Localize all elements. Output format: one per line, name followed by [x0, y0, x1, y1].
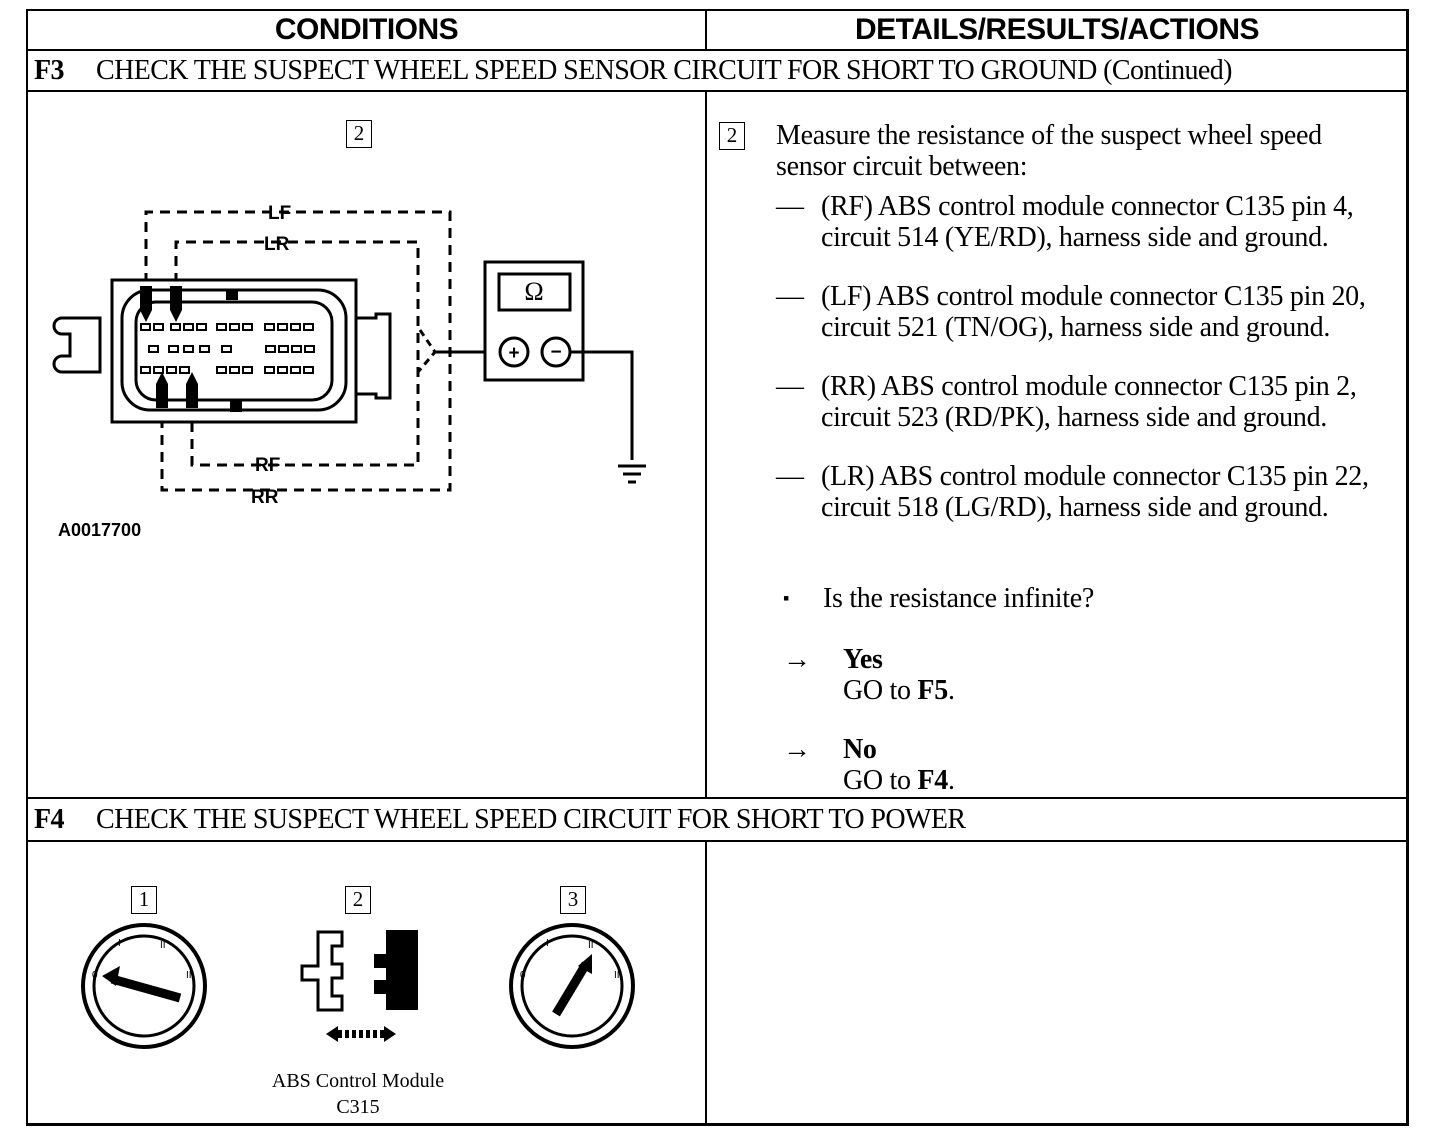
go-to-f4-link[interactable]: F4 [917, 765, 948, 796]
question-text: Is the resistance infinite? [823, 583, 1095, 614]
mark-0: 0 [520, 970, 526, 981]
f4-code: F4 [34, 804, 65, 835]
period: . [947, 765, 955, 796]
answer-arrow-yes: → [783, 644, 811, 675]
list-item-rr: (RR) ABS control module connector C135 p… [821, 371, 1357, 433]
list-item-rf: (RF) ABS control module connector C135 p… [821, 191, 1354, 253]
module-caption: ABS Control Module C315 [228, 1068, 488, 1120]
border-left [26, 9, 28, 1126]
ignition-switch-on-icon: 0 I II III [509, 923, 635, 1049]
caption-line-2: C315 [336, 1096, 380, 1118]
mark-1: I [546, 938, 549, 949]
f4-title: CHECK THE SUSPECT WHEEL SPEED CIRCUIT FO… [96, 804, 966, 835]
connector-disconnect-icon [300, 930, 418, 1042]
answer-no-label: No [843, 734, 877, 765]
f3-code: F3 [34, 55, 65, 86]
border-top [26, 9, 1409, 11]
label-rr: RR [251, 487, 279, 508]
column-divider-f3 [705, 90, 707, 798]
answer-yes-label: Yes [843, 644, 883, 675]
column-divider-f4 [705, 840, 707, 1124]
list-item-dash: — [776, 281, 804, 312]
border-bottom [26, 1123, 1409, 1126]
go-to-text: GO to [843, 675, 918, 706]
step-intro: Measure the resistance of the suspect wh… [776, 120, 1322, 182]
f3-step-box: 2 [346, 120, 372, 148]
probe-markers [140, 286, 198, 408]
label-lr: LR [264, 234, 290, 255]
header-conditions: CONDITIONS [274, 13, 459, 46]
rule-f3-title [26, 90, 1409, 92]
plus-terminal: + [508, 343, 519, 364]
answer-no-action: GO to F4. [843, 765, 955, 796]
rule-f4-top [26, 797, 1409, 799]
answer-arrow-no: → [783, 734, 811, 765]
go-to-text: GO to [843, 765, 918, 796]
list-item-dash: — [776, 191, 804, 222]
column-divider-header [705, 9, 707, 50]
minus-terminal: − [550, 342, 561, 363]
ignition-switch-off-icon: 0 I II III [81, 923, 207, 1049]
period: . [947, 675, 955, 706]
label-lf: LF [268, 203, 291, 224]
caption-line-1: ABS Control Module [271, 1070, 445, 1092]
list-item-dash: — [776, 461, 804, 492]
label-rf: RF [255, 455, 280, 476]
c135-pins [140, 323, 315, 374]
go-to-f5-link[interactable]: F5 [917, 675, 948, 706]
f3-connector-diagram: LF LR RF RR [52, 203, 646, 508]
f4-step-box-1: 1 [131, 886, 157, 914]
list-item-lf: (LF) ABS control module connector C135 p… [821, 281, 1366, 343]
mark-2: II [160, 940, 166, 951]
rule-header [26, 49, 1409, 51]
rule-f4-title [26, 840, 1409, 842]
list-item-lr: (LR) ABS control module connector C135 p… [821, 461, 1369, 523]
question-bullet: ▪ [783, 588, 790, 608]
ohmmeter [416, 260, 646, 484]
ohm-symbol: Ω [524, 277, 543, 306]
f3-title: CHECK THE SUSPECT WHEEL SPEED SENSOR CIR… [96, 55, 1232, 86]
f4-title-row: F4 CHECK THE SUSPECT WHEEL SPEED CIRCUIT … [34, 803, 966, 837]
mark-2: II [588, 940, 594, 951]
list-item-dash: — [776, 371, 804, 402]
mark-3: III [614, 970, 622, 981]
header-details-results-actions: DETAILS/RESULTS/ACTIONS [854, 13, 1260, 46]
f3-details-step-box: 2 [719, 122, 745, 150]
mark-0: 0 [92, 970, 98, 981]
mark-3: III [186, 970, 194, 981]
border-right [1406, 9, 1409, 1126]
f3-title-row: F3 CHECK THE SUSPECT WHEEL SPEED SENSOR C… [34, 54, 1232, 88]
wire-lr [174, 240, 420, 467]
mark-1: I [118, 938, 121, 949]
f4-step-box-2: 2 [345, 886, 371, 914]
answer-yes-action: GO to F5. [843, 675, 955, 706]
figure-id: A0017700 [58, 520, 142, 540]
f4-step-box-3: 3 [560, 886, 586, 914]
